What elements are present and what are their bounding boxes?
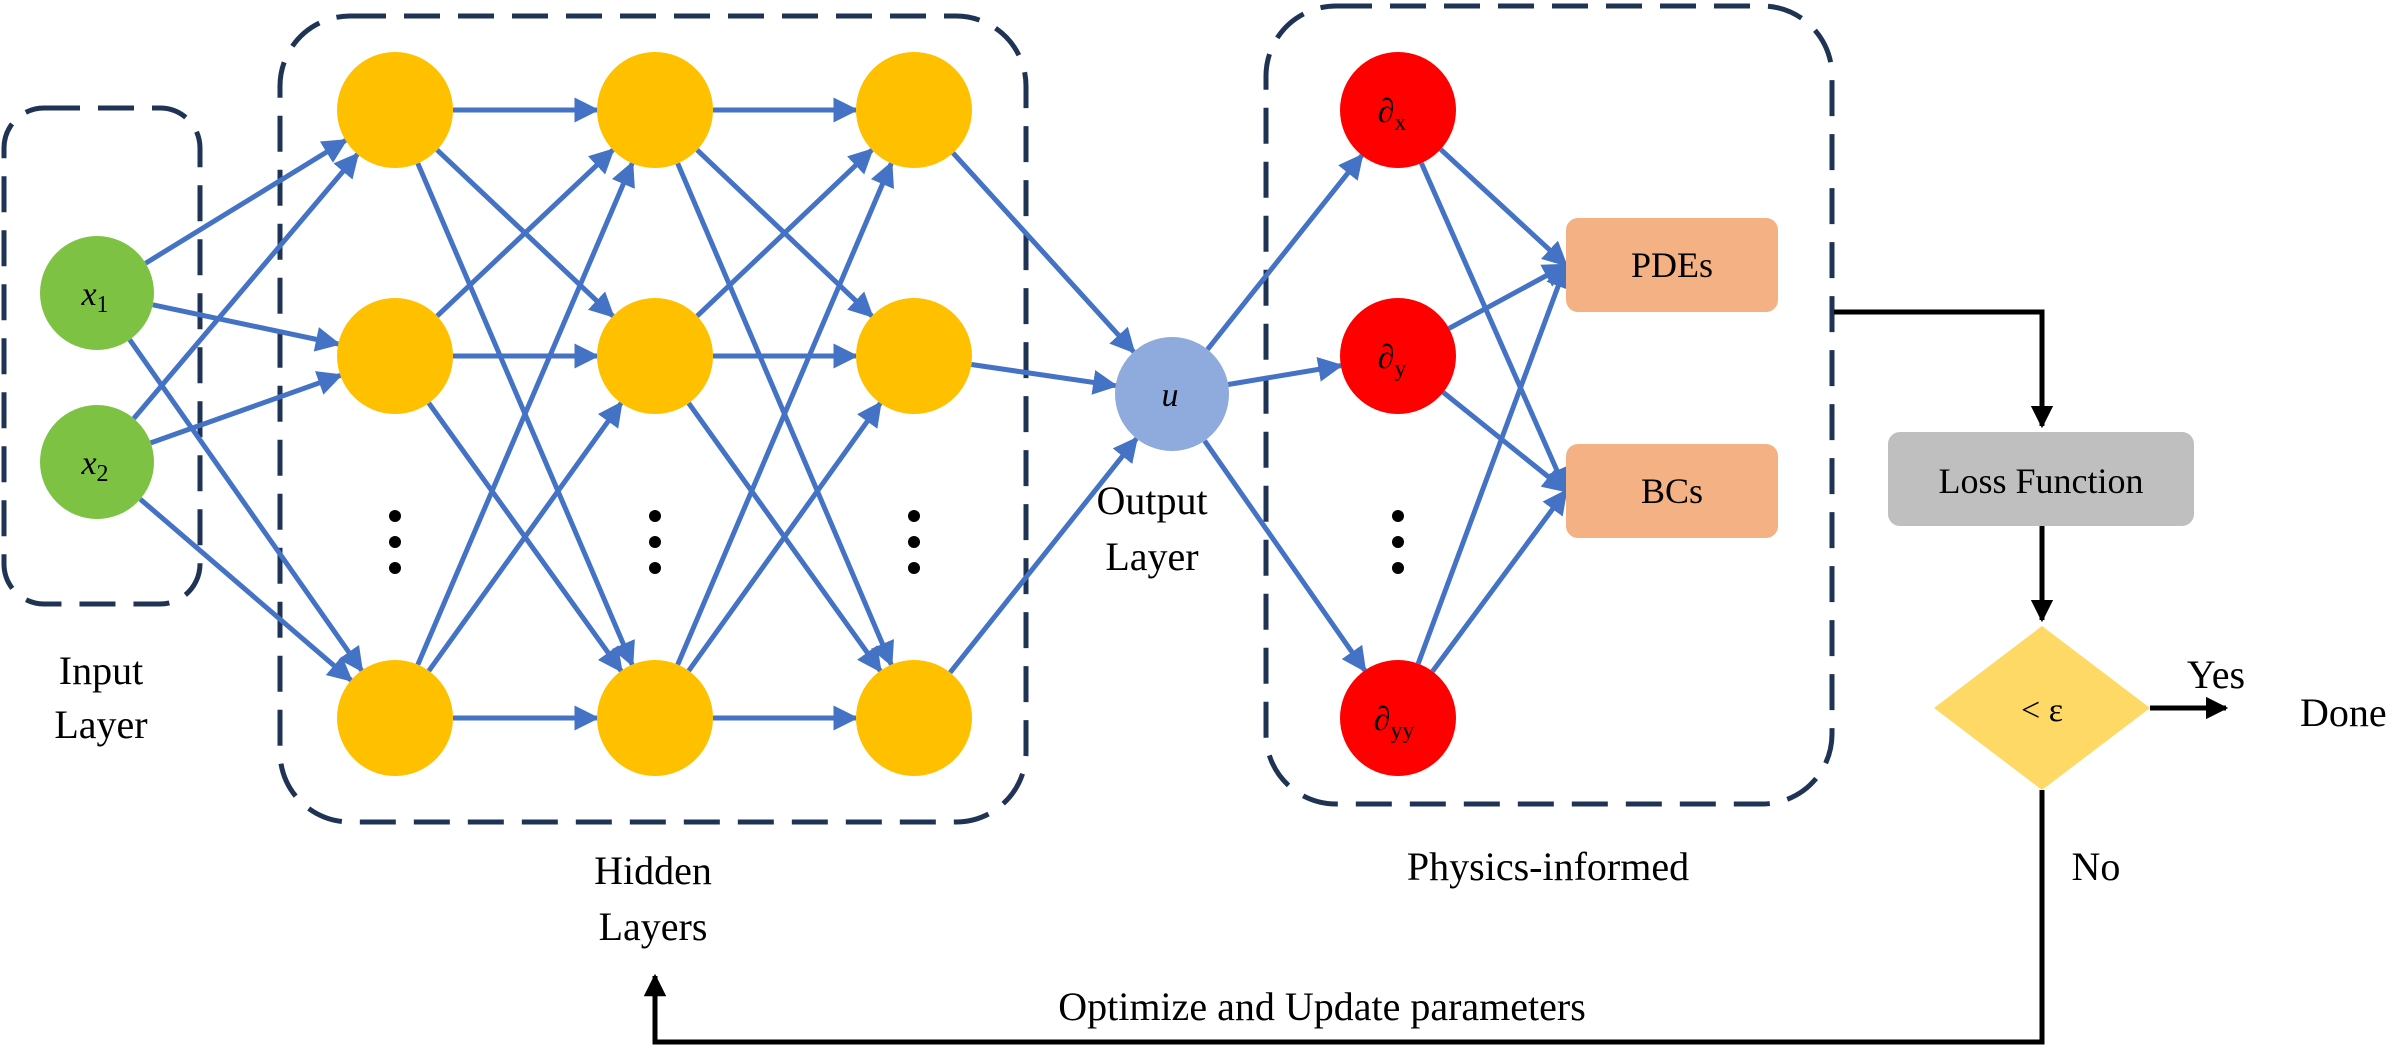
input-to-hidden-connection [127,338,364,673]
svg-text:BCs: BCs [1641,471,1703,511]
physics-to-box-connection [1441,390,1568,493]
output-layer-label: Output [1096,478,1207,523]
input-layer-label: Input [59,648,143,693]
physics-node-dyy: ∂yy [1340,660,1456,776]
done-label: Done [2300,690,2387,735]
svg-text:∂yy: ∂yy [1374,701,1415,744]
input-to-hidden-connection [138,497,353,683]
physics-to-box-connection [1415,262,1570,665]
pdes-box: PDEs [1566,218,1778,312]
physics-ellipsis [1392,510,1404,574]
hidden-node [597,52,713,168]
hidden-to-hidden-connection [426,401,624,673]
input-layer-label-2: Layer [54,702,147,747]
hidden-node [597,660,713,776]
hidden-to-hidden-connection [675,161,894,666]
hidden-node [856,660,972,776]
feedback-arrow [643,790,2045,1045]
svg-text:x1: x1 [80,276,108,318]
hidden-node [597,298,713,414]
yes-label: Yes [2187,652,2245,697]
pdes-to-loss-arrow [1834,309,2054,429]
loss-function-box: Loss Function [1888,432,2194,526]
hidden-layers-label-2: Layers [599,904,708,949]
hidden-to-output-connection [951,151,1136,354]
decision-diamond: < ε [1934,626,2150,790]
hidden-node [337,660,453,776]
hidden-layers-group [277,13,1029,825]
output-to-physics-connection [1205,153,1364,351]
output-to-physics-connection [1227,356,1344,387]
svg-text:u: u [1162,377,1179,414]
output-layer-label-2: Layer [1105,534,1198,579]
hidden-to-hidden-connection [435,148,615,318]
svg-text:x2: x2 [80,445,108,487]
physics-to-box-connection [1419,162,1569,494]
hidden-to-hidden-connection [695,148,874,318]
input-layer-group [1,105,203,607]
input-to-hidden-connection [152,302,341,352]
physics-to-box-connection [1438,147,1568,267]
physics-informed-label: Physics-informed [1407,844,1689,889]
hidden-ellipsis-1 [389,510,401,574]
svg-text:Loss Function: Loss Function [1938,461,2143,501]
bcs-box: BCs [1566,444,1778,538]
no-label: No [2072,844,2121,889]
hidden-node [856,52,972,168]
physics-node-dx: ∂x [1340,52,1456,168]
output-to-physics-connection [1202,439,1367,673]
output-node-u: u [1115,337,1229,451]
input-node-x1: x1 [40,236,154,350]
svg-text:PDEs: PDEs [1631,245,1713,285]
hidden-node [337,298,453,414]
optimize-label: Optimize and Update parameters [1058,984,1586,1029]
input-to-hidden-connection [144,138,348,266]
hidden-to-hidden-connection [415,161,635,666]
hidden-layers-label: Hidden [594,848,712,893]
hidden-node [856,298,972,414]
input-to-hidden-connection [131,152,360,421]
svg-text:∂y: ∂y [1378,339,1407,382]
physics-to-box-connection [1430,488,1569,673]
hidden-ellipsis-2 [649,510,661,574]
physics-informed-group [1263,3,1835,807]
hidden-to-output-connection [948,436,1139,675]
input-node-x2: x2 [40,405,154,519]
hidden-to-hidden-connection [686,401,883,673]
svg-text:< ε: < ε [2021,692,2063,729]
hidden-ellipsis-3 [908,510,920,574]
input-to-hidden-connection [149,371,343,446]
hidden-to-output-connection [971,362,1119,395]
svg-text:∂x: ∂x [1378,93,1407,136]
connections [127,97,1570,731]
hidden-node [337,52,453,168]
physics-node-dy: ∂y [1340,298,1456,414]
